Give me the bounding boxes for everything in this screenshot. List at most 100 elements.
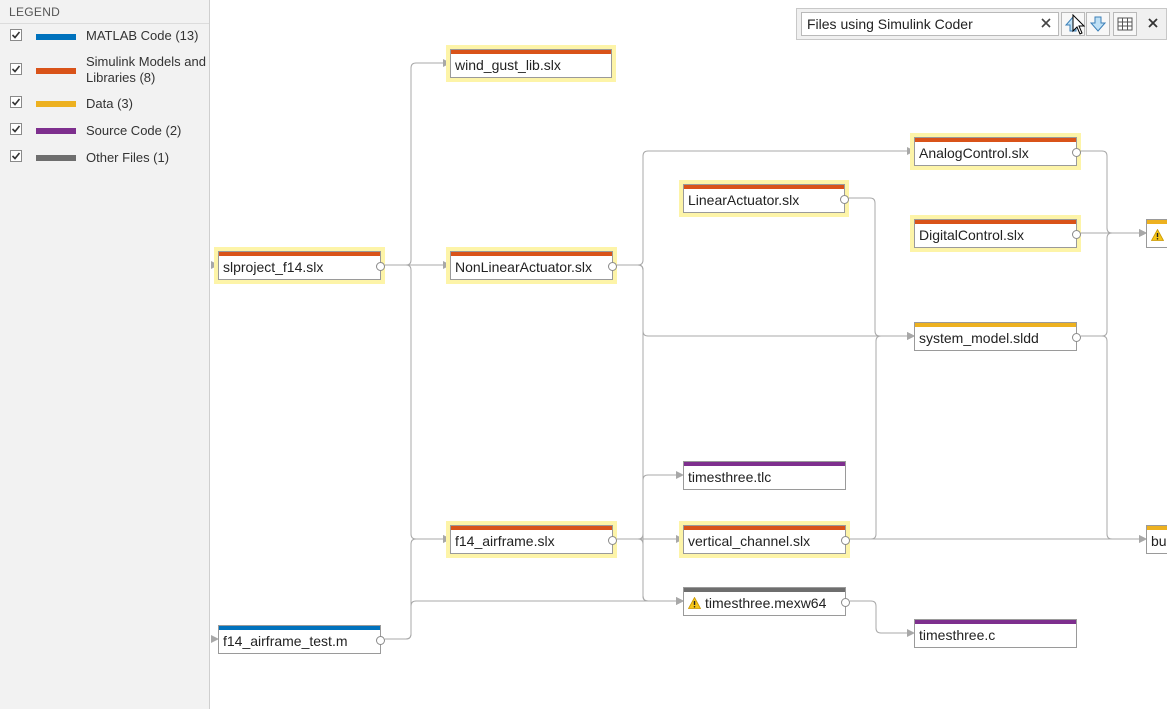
arrow-down-icon (1090, 16, 1106, 32)
node-type-bar (915, 220, 1076, 224)
dependency-edge (617, 264, 915, 340)
node-label-text: timesthree.tlc (688, 469, 772, 485)
node-type-bar (451, 526, 612, 530)
node-label-text: timesthree.mexw64 (705, 595, 827, 611)
node-type-bar (451, 252, 612, 256)
node-label: wind_gust_lib.slx (455, 57, 561, 73)
node-label-text: f14_airframe_test.m (223, 633, 348, 649)
dependency-edge (385, 535, 451, 640)
node-label-text: LinearActuator.slx (688, 192, 800, 208)
edge-layer (211, 59, 1147, 643)
node-label: bu (1151, 533, 1167, 549)
next-match-button[interactable] (1086, 12, 1110, 36)
graph-node-right-warn[interactable] (1146, 219, 1167, 248)
search-input[interactable] (801, 12, 1059, 36)
dependency-edge (385, 597, 684, 640)
dependency-edge (1081, 229, 1147, 337)
warning-icon (688, 597, 701, 609)
graph-node-system-model[interactable]: system_model.sldd (914, 322, 1081, 351)
output-port[interactable] (376, 262, 385, 271)
legend-label: Data (3) (86, 96, 133, 111)
dependency-edge (850, 332, 915, 540)
legend-panel: LEGEND MATLAB Code (13)Simulink Models a… (0, 0, 210, 709)
node-label: vertical_channel.slx (688, 533, 810, 549)
output-port[interactable] (608, 536, 617, 545)
graph-node-linear[interactable]: LinearActuator.slx (683, 184, 849, 213)
dependency-edge (617, 471, 684, 540)
search-bar (796, 8, 1167, 40)
node-label-text: slproject_f14.slx (223, 259, 324, 275)
graph-node-mexw64[interactable]: timesthree.mexw64 (683, 587, 850, 616)
dependency-edge (617, 264, 684, 605)
node-label-text: timesthree.c (919, 627, 996, 643)
node-type-bar (915, 138, 1076, 142)
dependency-edge (617, 147, 915, 266)
graph-node-f14-test[interactable]: f14_airframe_test.m (218, 625, 385, 654)
graph-node-f14-airframe[interactable]: f14_airframe.slx (450, 525, 617, 554)
checkmark-icon (11, 152, 21, 160)
results-table-button[interactable] (1113, 12, 1137, 36)
graph-node-right-bu[interactable]: bu (1146, 525, 1167, 554)
output-port[interactable] (840, 195, 849, 204)
node-label-text: DigitalControl.slx (919, 227, 1025, 243)
node-label: AnalogControl.slx (919, 145, 1029, 161)
node-label: f14_airframe_test.m (223, 633, 348, 649)
node-label-text: wind_gust_lib.slx (455, 57, 561, 73)
warning-icon (1151, 229, 1164, 241)
legend-color-swatch (36, 34, 76, 40)
legend-checkbox[interactable] (10, 150, 22, 162)
dependency-edge (1081, 150, 1147, 237)
node-type-bar (915, 323, 1076, 327)
graph-node-timesthree-c[interactable]: timesthree.c (914, 619, 1077, 648)
output-port[interactable] (841, 598, 850, 607)
dependency-graph-canvas[interactable]: wind_gust_lib.slx slproject_f14.slx NonLin… (211, 0, 1167, 709)
close-x-icon[interactable] (1146, 16, 1160, 30)
graph-node-wind-gust-lib[interactable]: wind_gust_lib.slx (450, 49, 612, 78)
output-port[interactable] (1072, 148, 1081, 157)
checkmark-icon (11, 65, 21, 73)
clear-x-icon[interactable] (1039, 16, 1053, 30)
output-port[interactable] (1072, 230, 1081, 239)
node-label: NonLinearActuator.slx (455, 259, 592, 275)
node-label (1151, 227, 1167, 243)
graph-node-timesthree-tlc[interactable]: timesthree.tlc (683, 461, 846, 490)
node-label: system_model.sldd (919, 330, 1039, 346)
legend-label: Other Files (1) (86, 150, 170, 165)
graph-node-vertical[interactable]: vertical_channel.slx (683, 525, 850, 554)
node-label: timesthree.tlc (688, 469, 771, 485)
legend-checkbox[interactable] (10, 123, 22, 135)
node-type-bar (1147, 526, 1167, 530)
output-port[interactable] (841, 536, 850, 545)
node-type-bar (219, 626, 380, 630)
node-label-text: bu (1151, 533, 1167, 549)
legend-checkbox[interactable] (10, 96, 22, 108)
node-label-text: NonLinearActuator.slx (455, 259, 592, 275)
checkmark-icon (11, 98, 21, 106)
legend-color-swatch (36, 101, 76, 107)
dependency-edge (850, 600, 915, 637)
dependency-edge (1081, 335, 1147, 543)
output-port[interactable] (608, 262, 617, 271)
legend-label: Source Code (2) (86, 123, 182, 138)
node-label: DigitalControl.slx (919, 227, 1024, 243)
node-label: LinearActuator.slx (688, 192, 799, 208)
checkmark-icon (11, 125, 21, 133)
node-type-bar (684, 588, 845, 592)
dependency-edge (617, 538, 684, 605)
node-type-bar (451, 50, 611, 54)
dependency-edge (385, 264, 451, 543)
graph-node-nonlinear[interactable]: NonLinearActuator.slx (450, 251, 617, 280)
legend-checkbox[interactable] (10, 29, 22, 41)
node-type-bar (684, 462, 845, 466)
output-port[interactable] (376, 636, 385, 645)
table-icon (1117, 17, 1133, 31)
graph-node-slproject-f14[interactable]: slproject_f14.slx (218, 251, 385, 280)
graph-node-analog[interactable]: AnalogControl.slx (914, 137, 1081, 166)
graph-node-digital[interactable]: DigitalControl.slx (914, 219, 1081, 248)
node-label: timesthree.mexw64 (688, 595, 826, 611)
node-label: f14_airframe.slx (455, 533, 555, 549)
legend-color-swatch (36, 128, 76, 134)
legend-checkbox[interactable] (10, 63, 22, 75)
mouse-cursor-icon (1072, 14, 1086, 35)
output-port[interactable] (1072, 333, 1081, 342)
